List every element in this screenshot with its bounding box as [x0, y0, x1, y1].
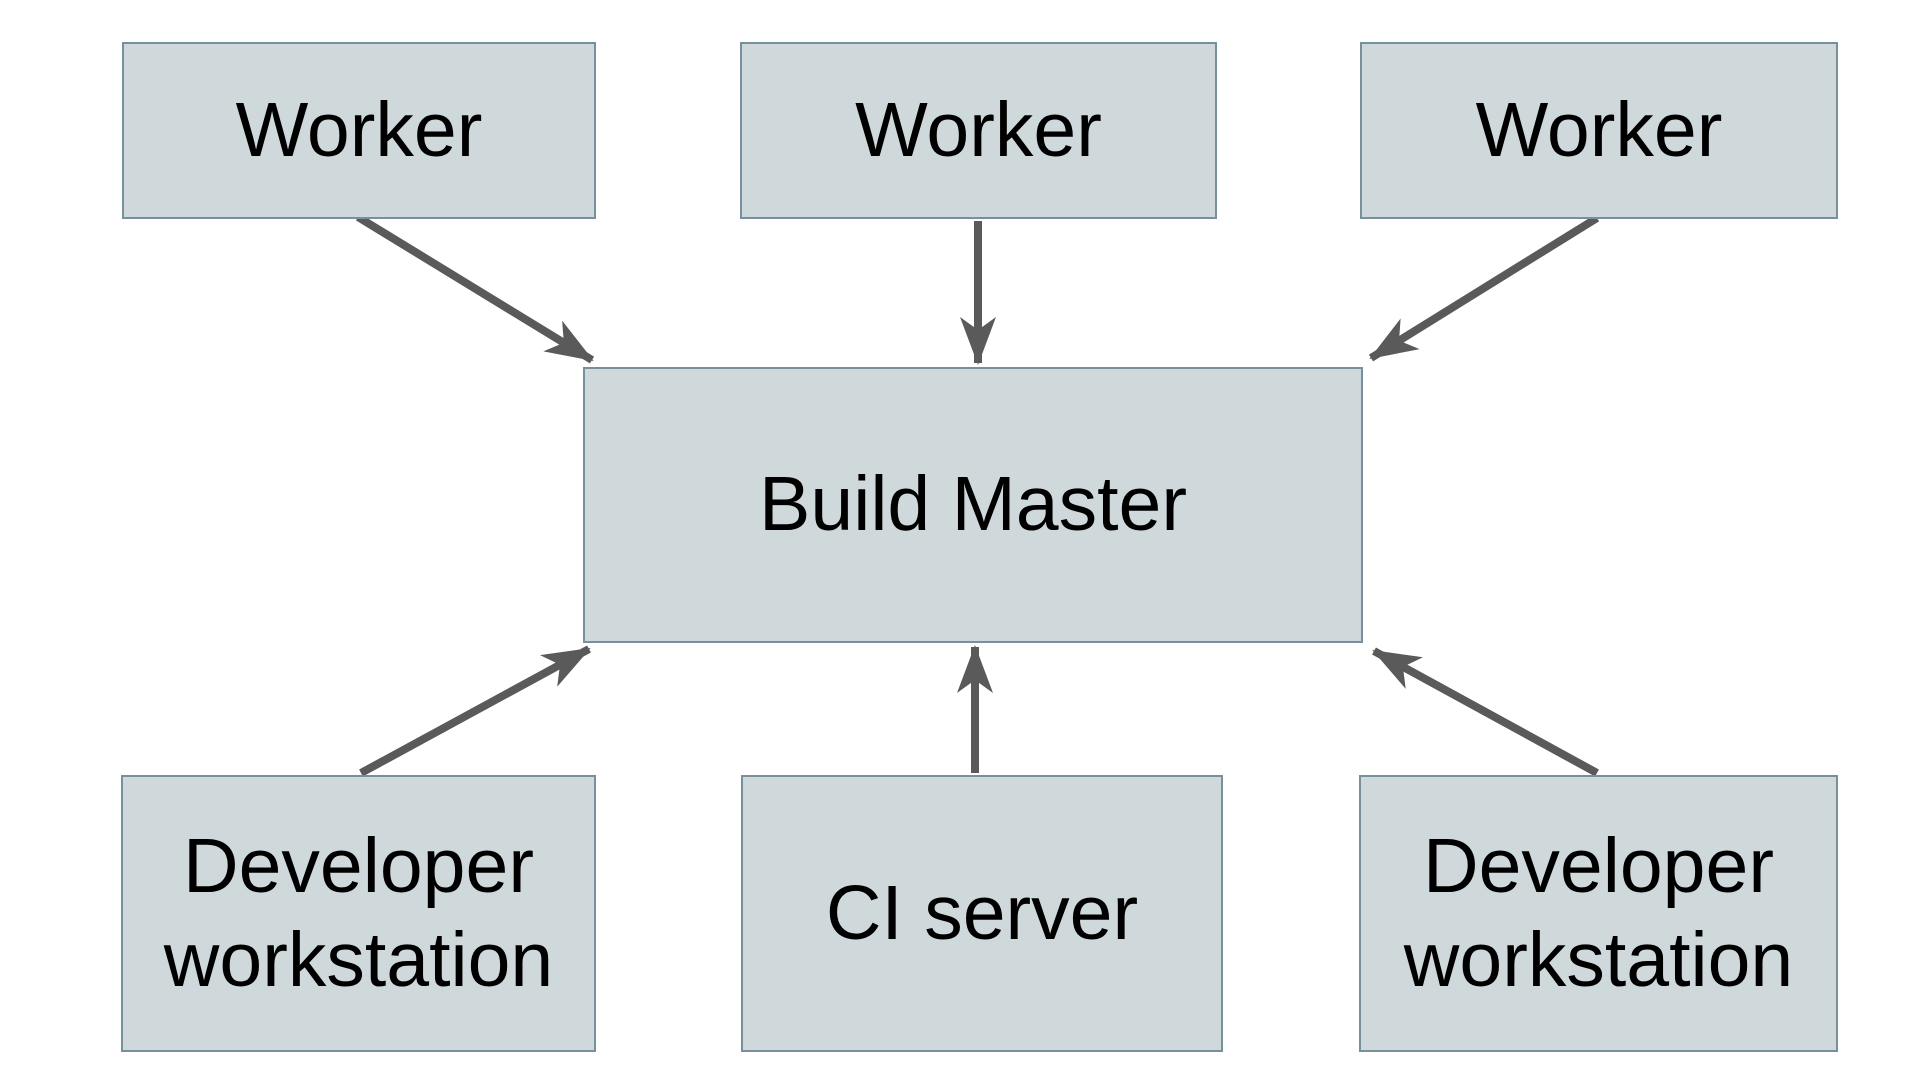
node-worker-2: Worker [740, 42, 1217, 219]
arrow-developer-workstation-1-to-build-master [359, 645, 591, 777]
node-worker-1-label: Worker [235, 86, 483, 173]
arrow-developer-workstation-2-to-build-master [1372, 647, 1599, 777]
node-worker-3-label: Worker [1475, 86, 1723, 173]
arrow-worker-1-to-build-master [355, 213, 595, 364]
node-worker-3: Worker [1360, 42, 1838, 219]
node-worker-2-label: Worker [855, 86, 1102, 173]
node-ci-server: CI server [741, 775, 1223, 1052]
node-developer-workstation-1-label: Developer workstation [163, 822, 554, 1003]
node-developer-workstation-2-label: Developer workstation [1403, 822, 1794, 1003]
node-ci-server-label: CI server [825, 869, 1139, 956]
node-build-master: Build Master [583, 367, 1363, 643]
node-developer-workstation-2: Developer workstation [1359, 775, 1838, 1052]
node-worker-1: Worker [122, 42, 596, 219]
node-build-master-label: Build Master [759, 461, 1187, 548]
arrow-worker-3-to-build-master [1368, 214, 1600, 362]
node-developer-workstation-1: Developer workstation [121, 775, 596, 1052]
